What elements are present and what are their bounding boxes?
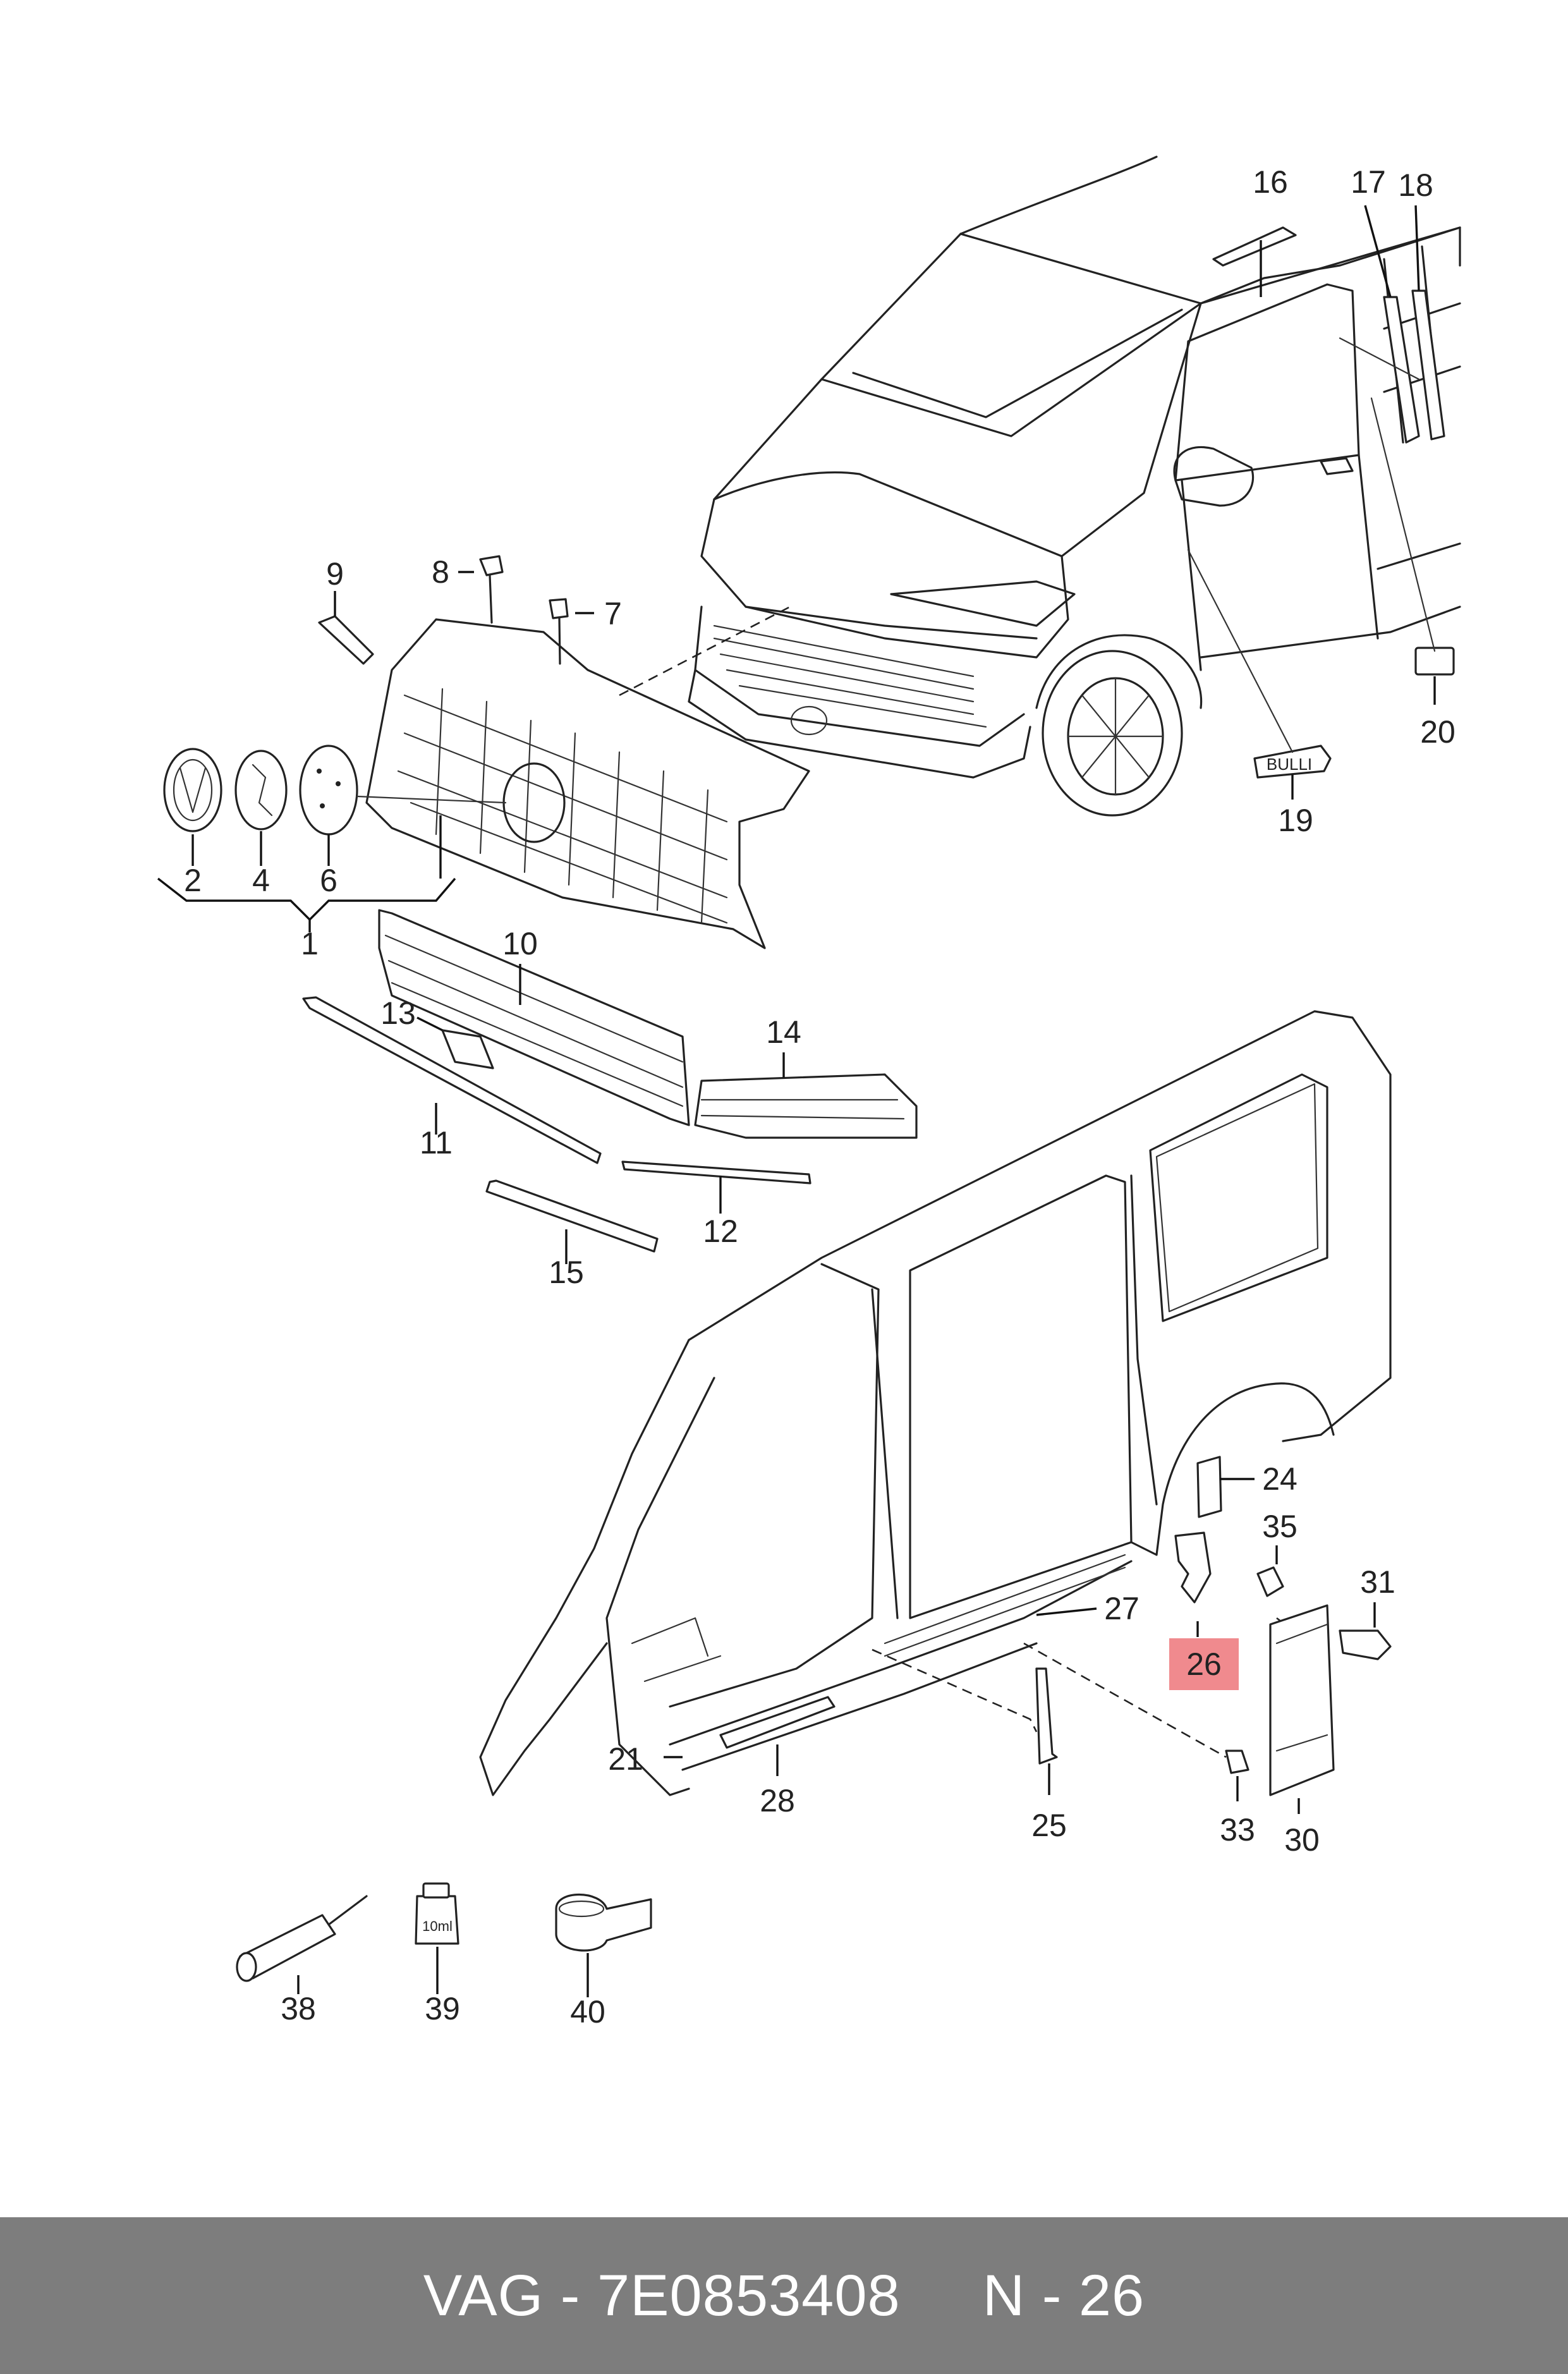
footer-position: N - 26 xyxy=(982,2263,1145,2328)
part-14-fog-trim[interactable] xyxy=(694,1073,918,1139)
callout-40: 40 xyxy=(570,1994,605,2030)
callout-10: 10 xyxy=(502,926,538,961)
parts-diagram: BULLI xyxy=(157,155,1461,2030)
callout-14: 14 xyxy=(766,1014,801,1050)
callout-11: 11 xyxy=(420,1125,453,1160)
part-7-clip[interactable] xyxy=(549,598,569,619)
callout-31: 31 xyxy=(1360,1564,1395,1600)
part-24-pad[interactable] xyxy=(1196,1456,1222,1518)
callout-1: 1 xyxy=(301,926,319,961)
part-25-strip[interactable] xyxy=(1035,1667,1058,1765)
callout-26: 26 xyxy=(1186,1647,1222,1682)
callout-30: 30 xyxy=(1284,1822,1320,1858)
part-19-bulli-badge[interactable] xyxy=(1253,745,1332,779)
part-28-sill-plate[interactable] xyxy=(719,1696,836,1749)
callout-4: 4 xyxy=(252,863,270,898)
callout-20: 20 xyxy=(1420,714,1456,750)
highlight-part-26 xyxy=(1169,1638,1239,1690)
part-11-trim-strip[interactable] xyxy=(302,996,602,1164)
part-15-chrome-strip[interactable] xyxy=(485,1179,659,1253)
part-13-bracket[interactable] xyxy=(441,1029,494,1069)
callout-25: 25 xyxy=(1031,1808,1067,1843)
roof-trim-parts: BULLI xyxy=(1212,226,1455,779)
part-31-screw[interactable] xyxy=(1339,1629,1392,1660)
callout-38: 38 xyxy=(281,1991,316,2026)
callout-2: 2 xyxy=(184,863,202,898)
callout-12: 12 xyxy=(703,1214,738,1249)
callout-18: 18 xyxy=(1398,167,1433,203)
part-8-screw[interactable] xyxy=(479,555,504,576)
callout-9: 9 xyxy=(326,556,344,592)
bulli-badge-text: BULLI xyxy=(1267,755,1312,774)
callout-24: 24 xyxy=(1262,1461,1298,1497)
part-2-vw-emblem[interactable] xyxy=(163,748,222,832)
callout-28: 28 xyxy=(760,1783,795,1818)
bottle-label: 10ml xyxy=(422,1918,453,1934)
side-trim-parts xyxy=(719,1456,1392,1796)
footer-part-number: VAG - 7E0853408 xyxy=(423,2263,901,2328)
callout-6: 6 xyxy=(320,863,337,898)
service-materials: 10ml xyxy=(236,1882,652,1982)
front-grille-assembly xyxy=(365,606,810,949)
footer-bar: VAG - 7E0853408 N - 26 xyxy=(0,2217,1568,2374)
callout-33: 33 xyxy=(1220,1812,1255,1847)
callout-labels: 1 2 4 6 7 8 9 10 11 12 13 14 15 16 17 18… xyxy=(184,164,1456,2030)
van-front-illustration xyxy=(688,155,1461,817)
callout-7: 7 xyxy=(604,596,622,631)
part-40-tape[interactable] xyxy=(555,1893,652,1952)
callout-35: 35 xyxy=(1262,1509,1298,1544)
part-10-lower-grille[interactable] xyxy=(378,909,690,1126)
callout-39: 39 xyxy=(425,1991,460,2026)
part-12-chrome-strip[interactable] xyxy=(621,1160,811,1184)
callout-19: 19 xyxy=(1278,803,1313,838)
callout-16: 16 xyxy=(1253,164,1288,200)
callout-13: 13 xyxy=(380,995,416,1031)
callout-8: 8 xyxy=(432,554,449,590)
callout-17: 17 xyxy=(1351,164,1386,200)
part-26-bracket[interactable] xyxy=(1174,1531,1212,1604)
callout-15: 15 xyxy=(549,1255,584,1290)
part-4-emblem-base[interactable] xyxy=(234,750,288,831)
van-side-body xyxy=(479,1010,1392,1796)
part-35-clip[interactable] xyxy=(1256,1566,1284,1597)
callout-21: 21 xyxy=(608,1741,643,1777)
fastener-parts-top xyxy=(318,555,569,665)
part-20-badge[interactable] xyxy=(1414,647,1455,676)
emblem-parts xyxy=(163,745,507,836)
callout-27: 27 xyxy=(1104,1591,1140,1626)
part-6-emblem-cover[interactable] xyxy=(299,745,358,836)
part-9-bracket[interactable] xyxy=(318,615,374,665)
lower-grille-parts xyxy=(302,909,918,1253)
part-16-trim[interactable] xyxy=(1212,226,1297,267)
part-18-strip[interactable] xyxy=(1411,289,1445,441)
part-33-clip[interactable] xyxy=(1225,1750,1249,1774)
